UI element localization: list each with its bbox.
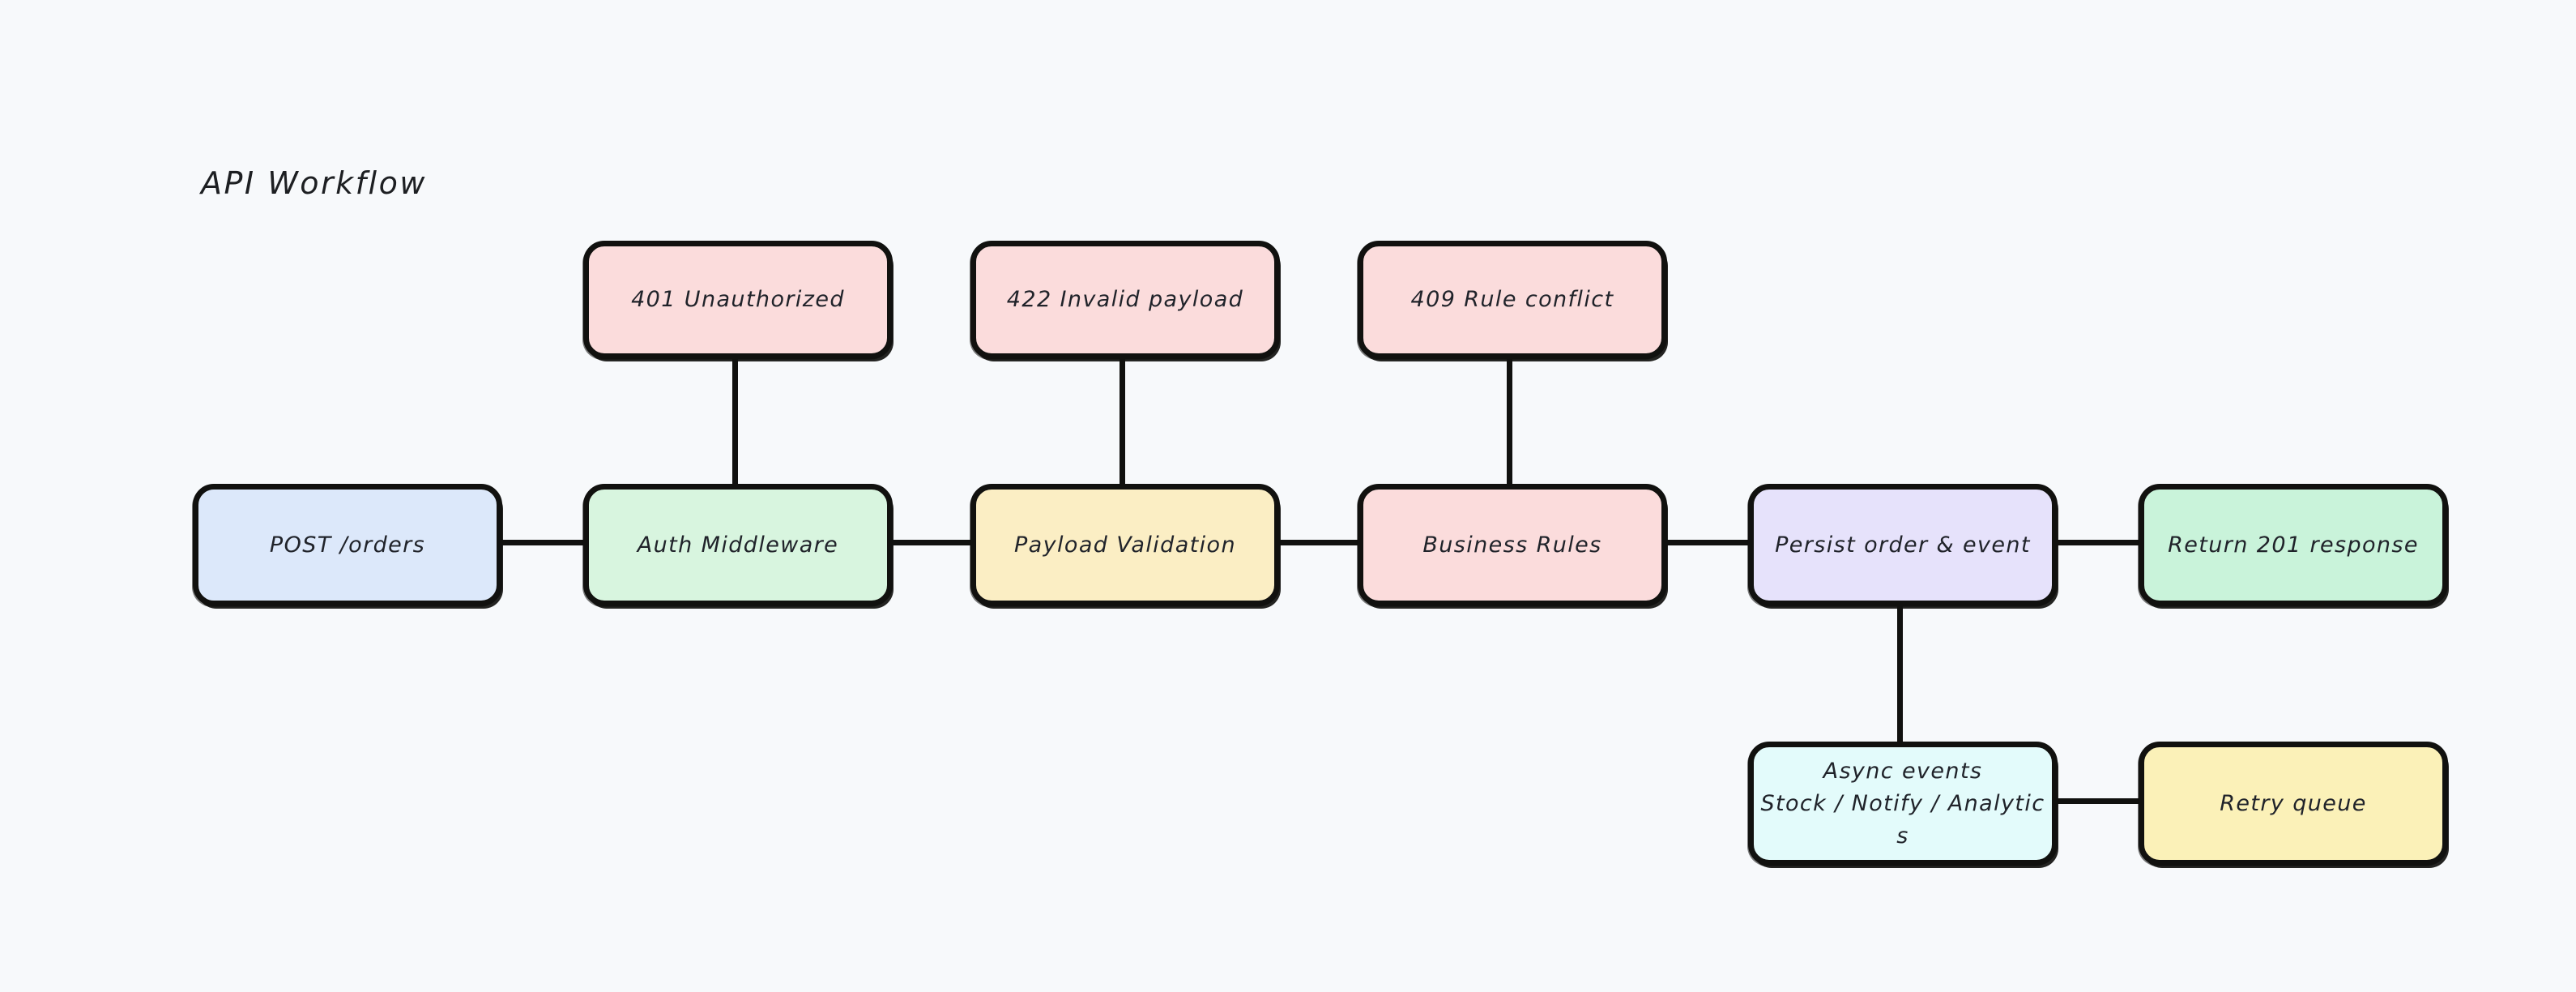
node-label-async-events: Async events Stock / Notify / Analytic s [1760,758,2045,849]
edge-payload-validation-to-err-422 [1120,357,1125,486]
edge-business-rules-to-persist-order-event [1667,540,1748,545]
edge-async-events-to-retry-queue [2058,798,2139,804]
node-label-persist-order-event: Persist order & event [1775,532,2031,558]
node-label-err-401: 401 Unauthorized [631,287,845,312]
node-label-auth-middleware: Auth Middleware [637,532,839,558]
node-err-401[interactable]: 401 Unauthorized [583,241,893,359]
edge-payload-validation-to-business-rules [1280,540,1358,545]
node-err-409[interactable]: 409 Rule conflict [1358,241,1667,359]
page-title: API Workflow [201,165,427,201]
edge-auth-middleware-to-err-401 [732,357,738,486]
node-label-err-422: 422 Invalid payload [1006,287,1244,312]
node-return-201[interactable]: Return 201 response [2139,484,2448,606]
node-label-payload-validation: Payload Validation [1014,532,1236,558]
edge-persist-order-event-to-async-events [1897,604,1903,744]
edge-business-rules-to-err-409 [1507,357,1512,486]
node-retry-queue[interactable]: Retry queue [2139,742,2448,866]
node-auth-middleware[interactable]: Auth Middleware [583,484,893,606]
node-label-err-409: 409 Rule conflict [1410,287,1614,312]
node-post-orders[interactable]: POST /orders [193,484,502,606]
node-async-events[interactable]: Async events Stock / Notify / Analytic s [1748,742,2058,866]
node-label-post-orders: POST /orders [269,532,426,558]
node-err-422[interactable]: 422 Invalid payload [970,241,1280,359]
edge-persist-order-event-to-return-201 [2058,540,2139,545]
node-business-rules[interactable]: Business Rules [1358,484,1667,606]
node-label-return-201: Return 201 response [2168,532,2419,558]
node-label-retry-queue: Retry queue [2220,790,2367,816]
node-persist-order-event[interactable]: Persist order & event [1748,484,2058,606]
node-label-business-rules: Business Rules [1422,532,1602,558]
edge-post-orders-to-auth-middleware [502,540,583,545]
edge-auth-middleware-to-payload-validation [893,540,970,545]
node-payload-validation[interactable]: Payload Validation [970,484,1280,606]
